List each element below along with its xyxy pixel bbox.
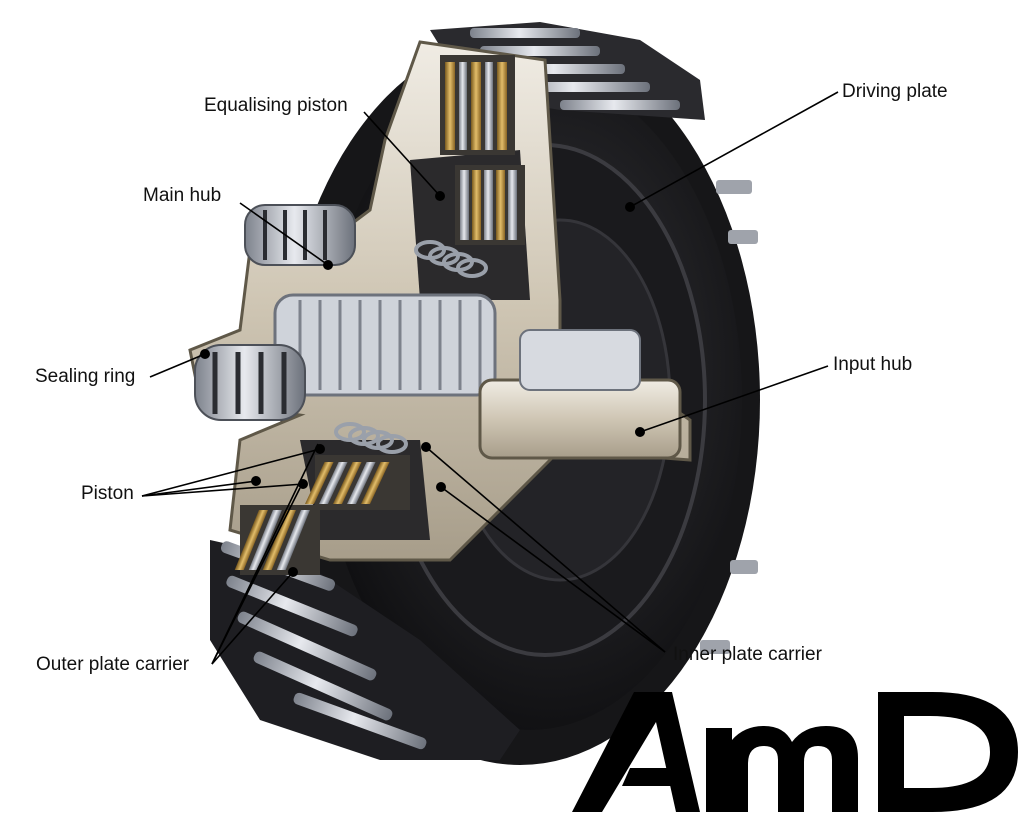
label-inner-plate-carrier: Inner plate carrier [673, 644, 822, 665]
leader-piston-1 [141, 480, 257, 497]
dot-inner-carrier-2 [436, 482, 446, 492]
label-outer-plate-carrier: Outer plate carrier [36, 654, 190, 675]
dot-equalising-piston [435, 191, 445, 201]
label-input-hub: Input hub [833, 354, 913, 375]
dot-piston-2 [298, 479, 308, 489]
dot-main-hub [323, 260, 333, 270]
leader-outer-carrier-2 [211, 571, 294, 665]
input-shaft-bearing [273, 293, 682, 460]
leader-inner-carrier-1 [425, 446, 666, 653]
amd-logo [572, 692, 1018, 812]
label-main-hub: Main hub [143, 185, 222, 206]
dot-inner-carrier-1 [421, 442, 431, 452]
outer-drum-bottom [210, 540, 520, 760]
leader-input-hub [639, 365, 829, 433]
leader-driving-plate [629, 91, 839, 208]
spline-ends [194, 204, 356, 421]
leader-equalising-piston [363, 111, 441, 197]
leader-dots [200, 191, 645, 577]
dot-piston-1 [251, 476, 261, 486]
clutch-plates-lower [234, 455, 410, 575]
label-sealing-ring: Sealing ring [35, 366, 136, 387]
leader-piston-3 [141, 448, 321, 497]
leader-inner-carrier-2 [440, 486, 666, 653]
label-equalising-piston: Equalising piston [204, 95, 348, 116]
dot-outer-carrier-1 [288, 567, 298, 577]
dot-input-hub [635, 427, 645, 437]
return-springs [334, 240, 488, 454]
dot-sealing-ring [200, 349, 210, 359]
clutch-plates-upper [440, 55, 525, 245]
label-piston: Piston [81, 483, 134, 504]
leader-main-hub [239, 202, 329, 266]
leader-lines [141, 91, 839, 665]
dot-piston-3 [315, 444, 325, 454]
leader-sealing-ring [149, 353, 206, 378]
label-driving-plate: Driving plate [842, 81, 948, 102]
dot-driving-plate [625, 202, 635, 212]
leader-piston-2 [141, 483, 304, 497]
